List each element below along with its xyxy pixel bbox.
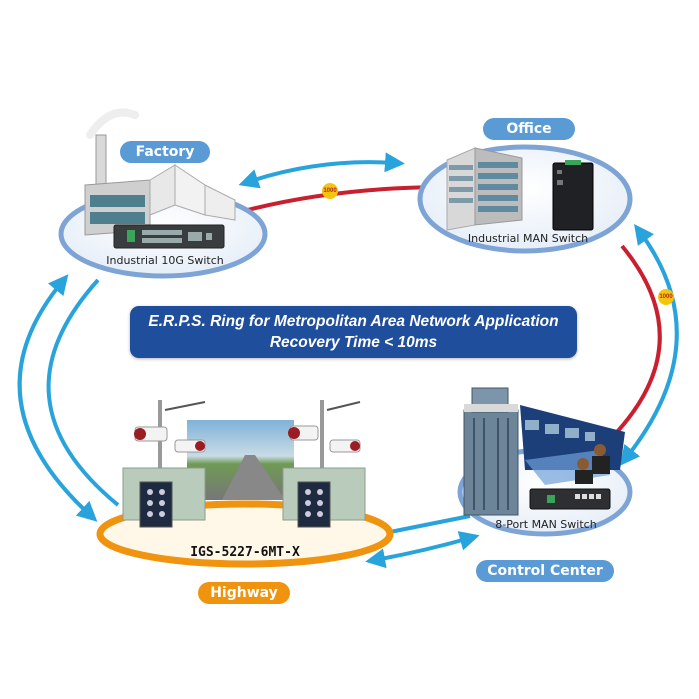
link-speed-badge-office-control: 1000: [658, 289, 674, 305]
control-center-platform: [457, 387, 633, 537]
highway-platform: [96, 400, 394, 568]
ring-arrow-factory-office: [238, 152, 405, 189]
ring-line-control-highway: [384, 514, 471, 535]
factory-device-label: Industrial 10G Switch: [106, 254, 224, 267]
office-device-label: Industrial MAN Switch: [467, 232, 589, 245]
ring-arrow-office-control: [619, 223, 679, 466]
title-banner: E.R.P.S. Ring for Metropolitan Area Netw…: [130, 306, 577, 358]
factory-platform: [58, 108, 268, 279]
highway-label: Highway: [198, 582, 290, 604]
title-line-2: Recovery Time < 10ms: [269, 334, 438, 351]
office-label: Office: [483, 118, 575, 140]
ring-arrow-control-highway: [365, 531, 480, 569]
left-cabinet: [122, 400, 206, 528]
office-platform: [417, 144, 633, 254]
fiber-link-factory-office: [239, 185, 441, 214]
right-cabinet: [282, 400, 366, 528]
title-line-1: E.R.P.S. Ring for Metropolitan Area Netw…: [148, 313, 559, 330]
industrial-10g-switch-device: [113, 224, 225, 249]
factory-label: Factory: [120, 141, 210, 163]
control-center-device-label: 8-Port MAN Switch: [495, 518, 597, 531]
fiber-link-office-control: [615, 244, 662, 434]
operator-icon: [594, 444, 606, 456]
link-speed-badge-factory-office: 1000: [322, 183, 338, 199]
factory-chimney: [95, 134, 107, 191]
ring-arrow-highway-factory: [17, 274, 98, 522]
highway-device-label: IGS-5227-6MT-X: [190, 545, 300, 560]
ring-line-highway-factory: [46, 278, 120, 507]
control-center-label: Control Center: [476, 560, 614, 582]
control-center-tower: [463, 409, 519, 516]
